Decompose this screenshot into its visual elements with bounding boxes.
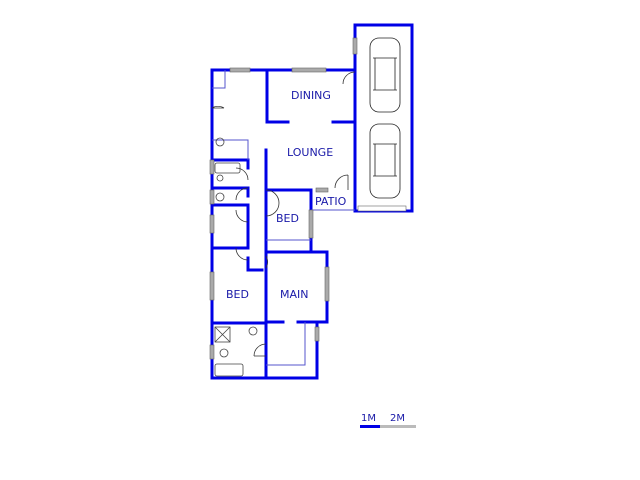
scale-bar: [360, 425, 416, 428]
doors: [211, 71, 356, 357]
car-icon: [369, 37, 401, 113]
walls: [210, 23, 414, 380]
room-label-bed: BED: [276, 212, 299, 225]
car-icon: [369, 123, 401, 199]
room-label-bed: BED: [226, 288, 249, 301]
scale-label-2m: 2M: [390, 413, 405, 424]
fixtures: [214, 137, 258, 377]
scale-label-1m: 1M: [361, 413, 376, 424]
thin-lines: [212, 70, 355, 366]
room-label-dining: DINING: [291, 89, 331, 102]
room-label-patio: PATIO: [315, 195, 347, 208]
windows: [209, 37, 407, 360]
room-label-main: MAIN: [280, 288, 309, 301]
room-label-lounge: LOUNGE: [287, 146, 334, 159]
